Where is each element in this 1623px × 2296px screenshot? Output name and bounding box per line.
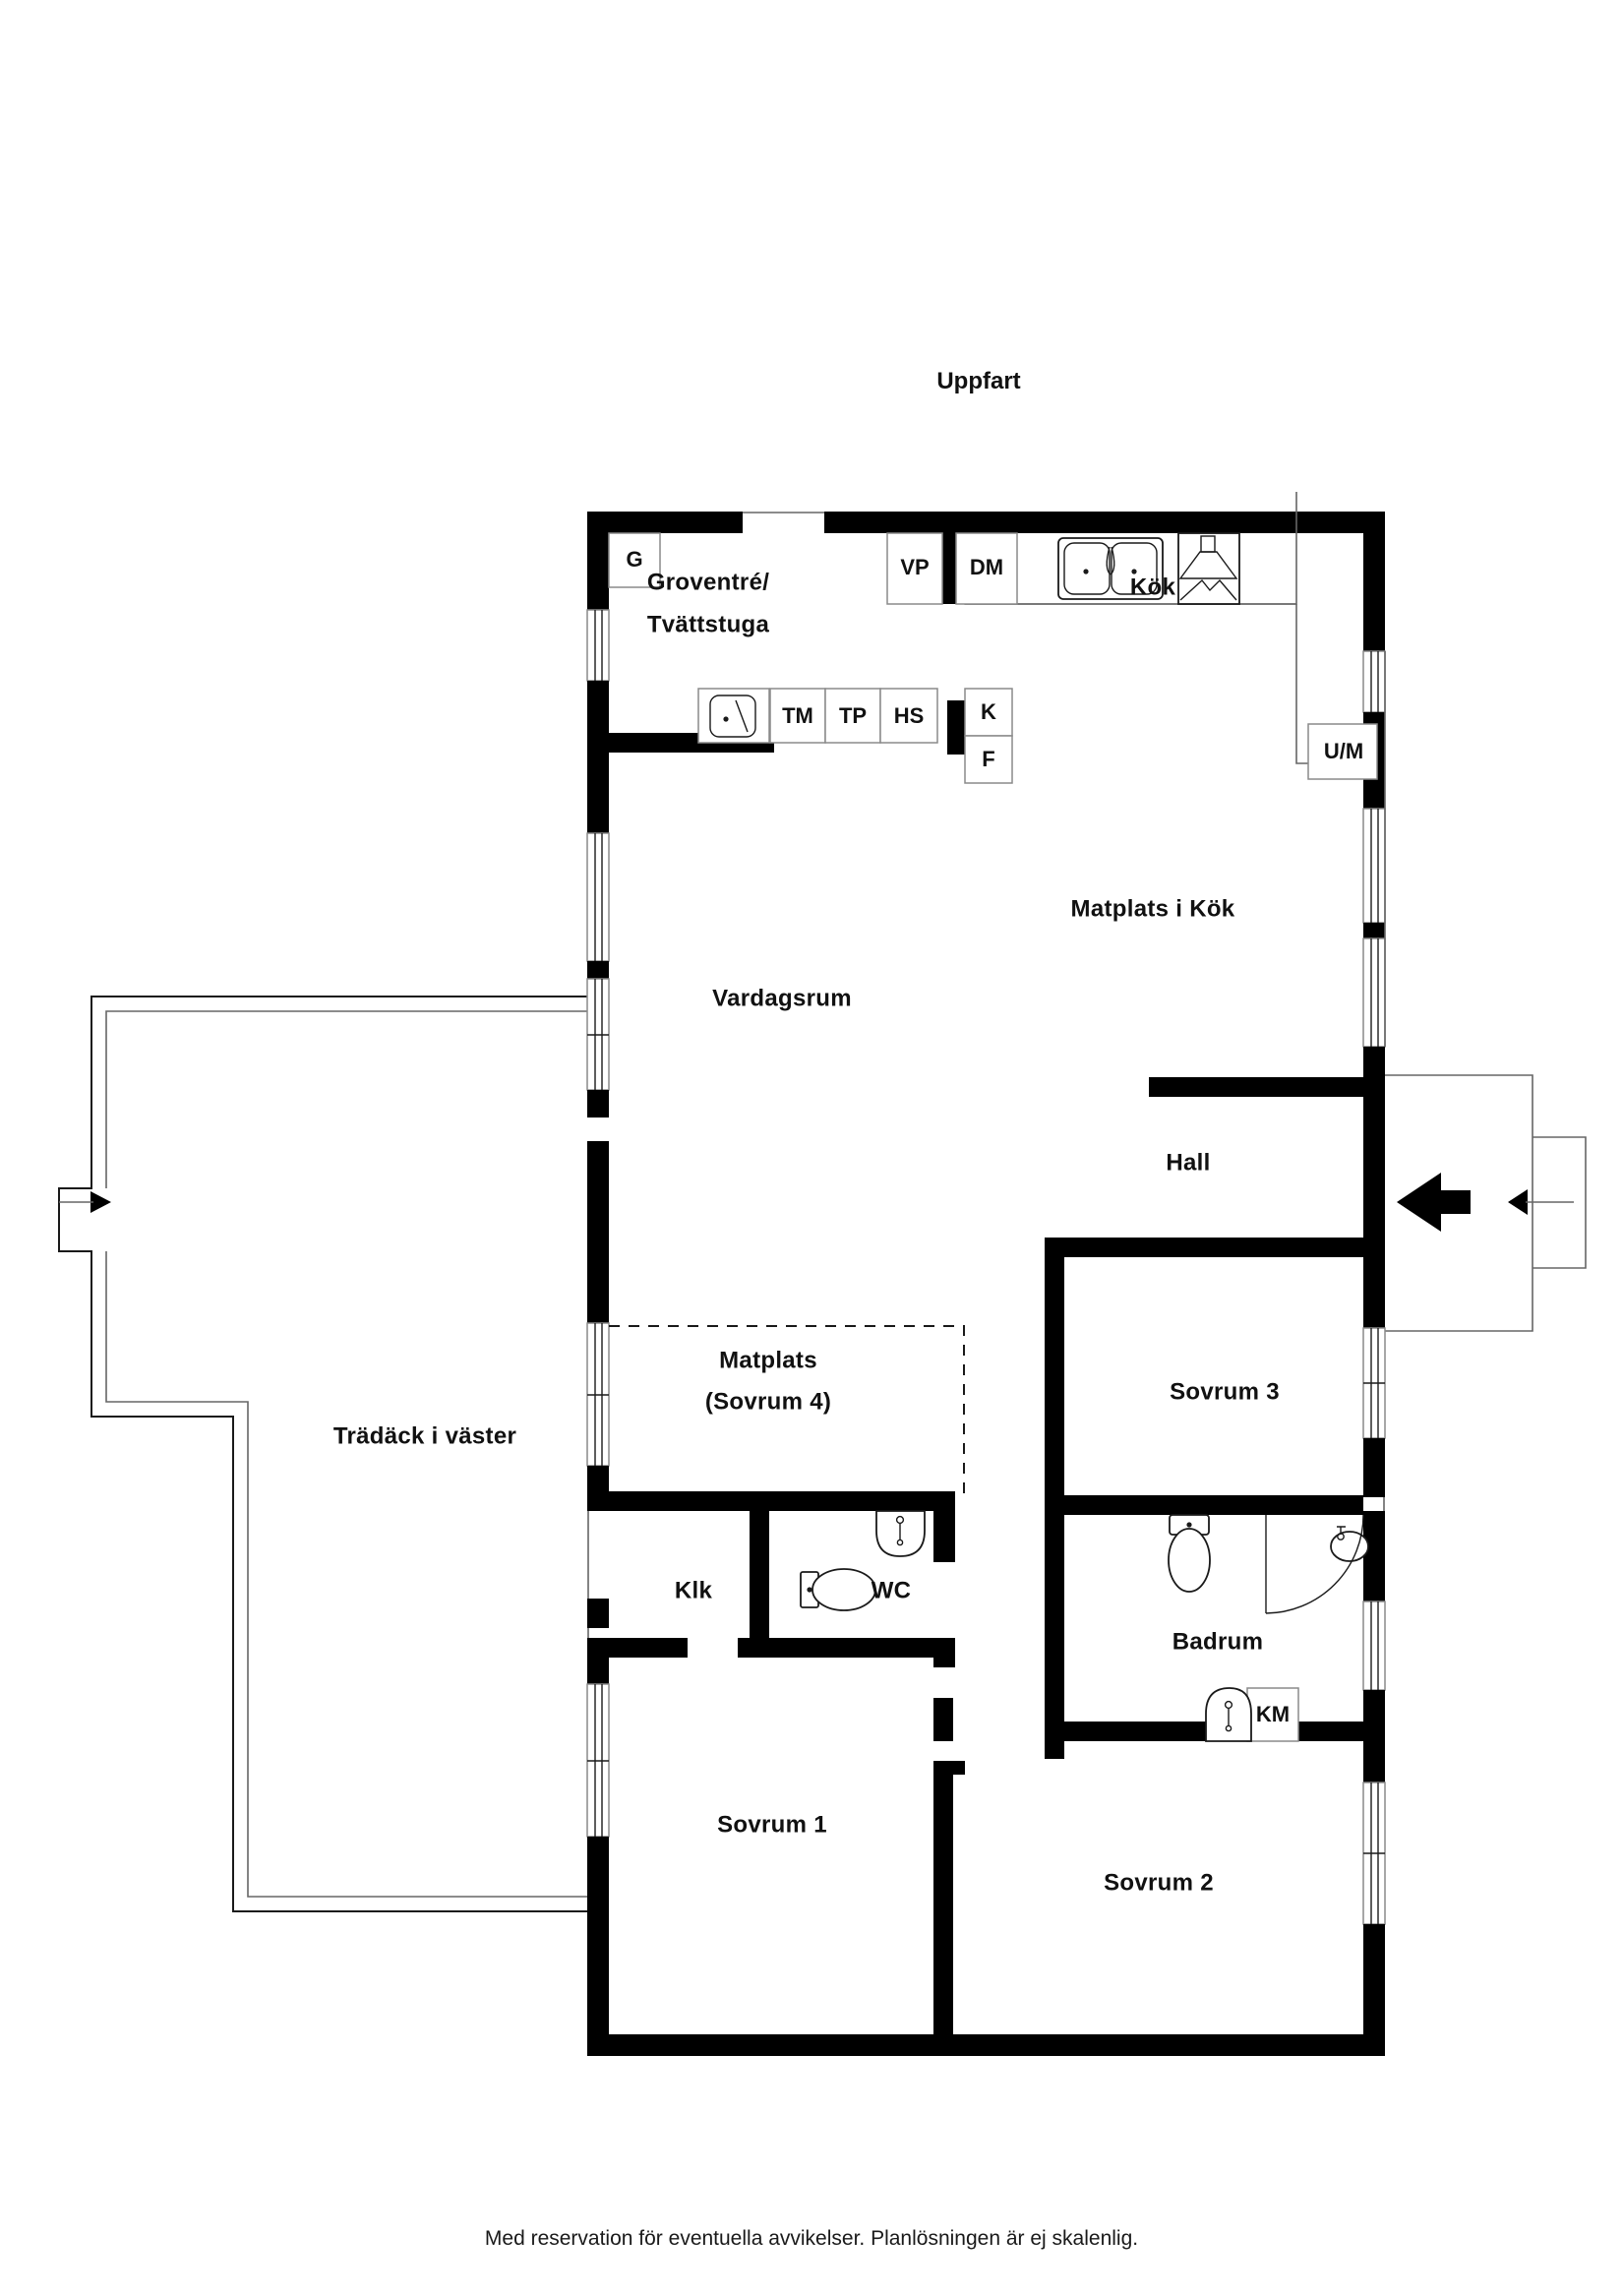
appliance-um-label: U/M bbox=[1324, 739, 1363, 763]
room-label-matplats-kok: Matplats i Kök bbox=[1071, 895, 1235, 922]
room-label-groventre-2: Tvättstuga bbox=[647, 611, 770, 637]
wash-basin-icon-badrum bbox=[1330, 1526, 1369, 1562]
appliance-tm: TM bbox=[769, 688, 826, 744]
appliance-boxes: G VP DM bbox=[608, 532, 1378, 1742]
window-right-5 bbox=[1362, 1601, 1386, 1691]
window-right-6 bbox=[1362, 1782, 1386, 1925]
double-sink-icon bbox=[1057, 537, 1164, 600]
window-right-2 bbox=[1362, 808, 1386, 924]
footer-disclaimer: Med reservation för eventuella avvikelse… bbox=[484, 2227, 1139, 2250]
window-left-1 bbox=[586, 609, 610, 682]
window-left-2 bbox=[586, 832, 610, 962]
matplats-dashed-divider bbox=[609, 1325, 965, 1495]
room-label-hall: Hall bbox=[1166, 1149, 1210, 1176]
appliance-km: KM bbox=[1246, 1687, 1299, 1742]
appliance-dm: DM bbox=[955, 532, 1018, 605]
appliance-tp: TP bbox=[824, 688, 881, 744]
room-label-sovrum1: Sovrum 1 bbox=[717, 1811, 827, 1838]
appliance-um: U/M bbox=[1307, 723, 1378, 780]
appliance-dm-label: DM bbox=[970, 555, 1003, 579]
room-label-vardagsrum: Vardagsrum bbox=[712, 985, 852, 1011]
toilet-icon-badrum bbox=[1168, 1514, 1211, 1593]
laundry-sink-icon bbox=[697, 688, 770, 744]
appliance-vp: VP bbox=[886, 532, 943, 605]
toilet-icon-wc bbox=[800, 1568, 876, 1611]
entrance-arrow-icon bbox=[1397, 1173, 1471, 1232]
appliance-f-label: F bbox=[982, 747, 994, 771]
window-right-3 bbox=[1362, 937, 1386, 1048]
window-right-1 bbox=[1362, 650, 1386, 713]
window-right-4 bbox=[1362, 1327, 1386, 1439]
room-label-sovrum3: Sovrum 3 bbox=[1170, 1378, 1280, 1405]
sanitary-fixtures bbox=[800, 1510, 1369, 1742]
wash-basin-icon-wc bbox=[875, 1510, 926, 1557]
appliance-g-label: G bbox=[626, 547, 642, 572]
appliance-km-label: KM bbox=[1256, 1702, 1290, 1726]
window-left-4 bbox=[586, 1322, 610, 1467]
appliance-hs-label: HS bbox=[894, 703, 925, 728]
wash-basin-icon-km bbox=[1205, 1687, 1252, 1742]
room-label-matplats-1: Matplats bbox=[719, 1347, 817, 1373]
appliance-tp-label: TP bbox=[839, 703, 867, 728]
room-label-matplats-2: (Sovrum 4) bbox=[705, 1388, 831, 1415]
room-label-sovrum2: Sovrum 2 bbox=[1104, 1869, 1214, 1896]
entry-porch-outline bbox=[1385, 1074, 1587, 1332]
room-label-klk: Klk bbox=[675, 1577, 713, 1603]
cooker-hood-icon bbox=[1177, 532, 1240, 605]
appliance-f: F bbox=[964, 735, 1013, 784]
entrance-arrow-small-icon bbox=[1508, 1189, 1574, 1215]
appliance-tm-label: TM bbox=[782, 703, 813, 728]
deck-step-arrow-icon bbox=[90, 1191, 111, 1213]
room-label-wc: WC bbox=[872, 1577, 912, 1603]
appliance-k-label: K bbox=[981, 699, 996, 724]
appliance-vp-label: VP bbox=[900, 555, 929, 579]
door-swing-arc-badrum bbox=[1265, 1514, 1364, 1614]
title-uppfart: Uppfart bbox=[936, 368, 1020, 394]
room-label-groventre-1: Groventré/ bbox=[647, 569, 769, 595]
interior-walls bbox=[587, 533, 1363, 2056]
room-label-tradack: Trädäck i väster bbox=[333, 1422, 516, 1449]
window-left-3 bbox=[586, 978, 610, 1091]
appliance-hs: HS bbox=[879, 688, 938, 744]
room-label-kok: Kök bbox=[1130, 574, 1176, 600]
deck-outline bbox=[58, 996, 587, 1912]
appliance-k: K bbox=[964, 688, 1013, 737]
window-left-5 bbox=[586, 1683, 610, 1838]
room-label-badrum: Badrum bbox=[1172, 1628, 1263, 1655]
room-labels: Groventré/ Tvättstuga Kök Matplats i Kök… bbox=[333, 569, 1280, 1896]
appliance-g: G bbox=[608, 532, 661, 588]
